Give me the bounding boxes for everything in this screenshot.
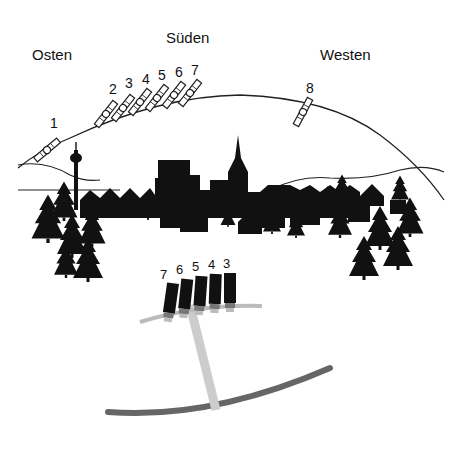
callout-number: 6 bbox=[176, 263, 183, 276]
callout-number: 5 bbox=[158, 68, 166, 82]
callout-number: 1 bbox=[50, 116, 58, 130]
direction-label: Süden bbox=[166, 30, 209, 45]
callout-number: 4 bbox=[142, 72, 150, 86]
callout-number: 3 bbox=[125, 76, 133, 90]
callout-number: 7 bbox=[191, 63, 199, 77]
callout-number: 7 bbox=[160, 268, 167, 281]
callout-number: 5 bbox=[192, 260, 199, 273]
callout-number: 2 bbox=[109, 82, 117, 96]
direction-label: Westen bbox=[320, 47, 371, 62]
direction-label: Osten bbox=[32, 47, 72, 62]
callout-number: 8 bbox=[306, 81, 314, 95]
callout-number: 6 bbox=[175, 65, 183, 79]
callout-number: 3 bbox=[223, 257, 230, 270]
callout-number: 4 bbox=[208, 258, 215, 271]
